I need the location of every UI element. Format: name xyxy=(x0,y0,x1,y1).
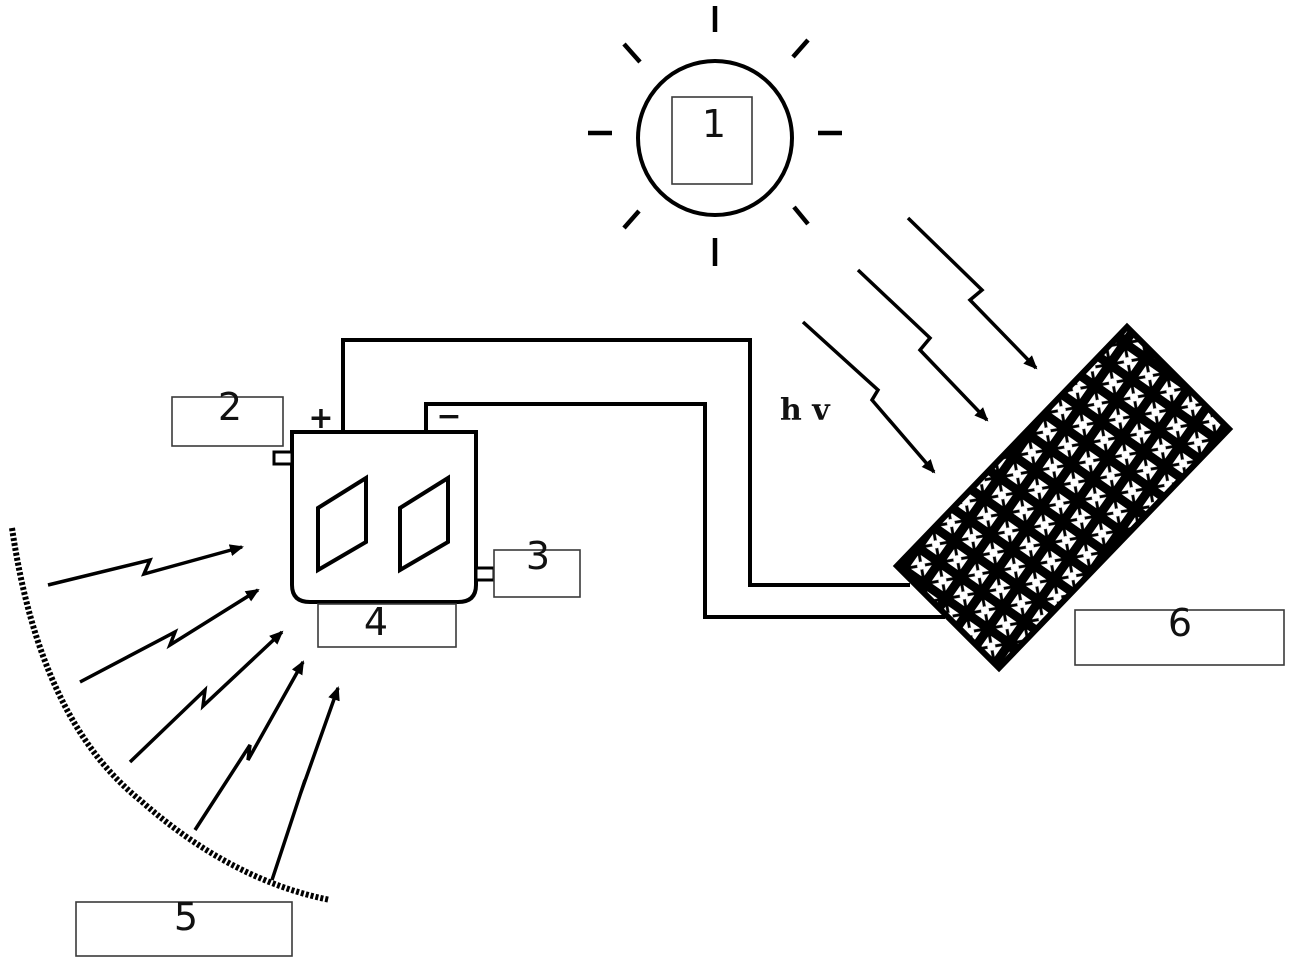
reflected-ray-4 xyxy=(193,660,305,831)
outlet-port xyxy=(474,566,496,582)
concentrator-mirror xyxy=(9,527,331,903)
label-box-inlet xyxy=(171,396,284,447)
light-symbol: h v xyxy=(780,393,831,428)
reflected-ray-3 xyxy=(128,630,284,764)
sunlight-ray-3 xyxy=(906,216,1038,370)
solar-panel xyxy=(892,322,1234,673)
sun-rays xyxy=(588,6,842,266)
electrolyzer: + − xyxy=(272,399,496,604)
reflected-ray-5 xyxy=(270,686,340,881)
label-box-electrolyzer xyxy=(317,603,457,648)
label-concentrator: 5 xyxy=(174,895,198,939)
wire-positive xyxy=(341,338,910,587)
sun: 1 xyxy=(588,6,842,266)
mirror-curve xyxy=(9,527,331,903)
label-sun: 1 xyxy=(702,102,726,146)
label-inlet: 2 xyxy=(218,385,242,429)
label-box-outlet xyxy=(493,549,581,598)
sunlight-ray-1 xyxy=(801,320,936,474)
reflected-ray-1 xyxy=(47,544,244,587)
sunlight-rays xyxy=(801,216,1038,474)
label-box-solar-panel xyxy=(1074,609,1285,666)
reflected-rays xyxy=(47,544,340,881)
reflected-ray-2 xyxy=(79,588,260,684)
inlet-port xyxy=(272,450,294,466)
label-electrolyzer: 4 xyxy=(364,600,388,644)
label-box-concentrator xyxy=(75,901,293,957)
label-solar-panel: 6 xyxy=(1168,601,1192,645)
anode-plate xyxy=(316,474,368,574)
cathode-plate xyxy=(398,474,450,574)
negative-sign: − xyxy=(436,399,461,434)
label-box-sun xyxy=(671,96,753,185)
positive-sign: + xyxy=(308,401,333,436)
sunlight-ray-2 xyxy=(856,268,989,422)
label-outlet: 3 xyxy=(526,534,550,578)
solar-panel-body xyxy=(892,322,1234,673)
